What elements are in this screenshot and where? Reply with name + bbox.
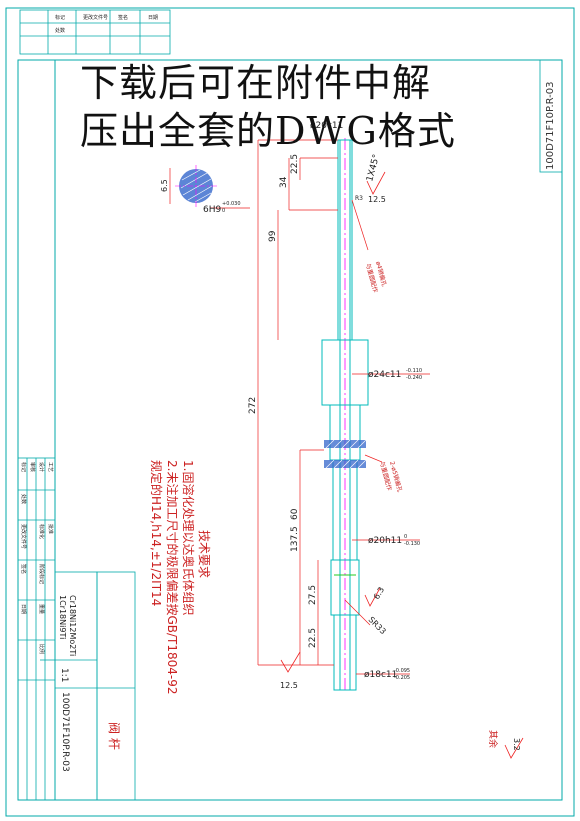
tb-r2-5: 比例	[38, 644, 45, 654]
download-banner-line-1: 下载后可在附件中解	[80, 61, 432, 105]
top-revision-block	[19, 9, 171, 55]
scale: 1:1	[59, 668, 69, 682]
dim-r3: R3	[355, 195, 363, 202]
dim-sr33: SR33	[367, 615, 388, 636]
rest-roughness-label: 其余	[487, 730, 499, 748]
dim-20h11: ø20h11	[368, 536, 402, 546]
dim-chamfer: 1X45°	[365, 153, 382, 182]
top-rev-label-3: 签名	[118, 14, 128, 21]
material-2: Cr18Ni12Mo2Ti	[68, 595, 77, 656]
top-rev-label-0: 标记	[55, 14, 65, 21]
tech-line-1: 1.固溶化处理以达奥氏体组织	[181, 460, 196, 615]
dim-27-5: 27.5	[308, 585, 318, 605]
tb-r1-3: 签名	[20, 564, 27, 574]
tb-r2-0: 设计	[38, 462, 45, 472]
dim-20-tol-dn: -0.130	[404, 541, 420, 547]
dim-20-tol-up: 0	[404, 534, 407, 540]
dim-key-tol-up: +0.030	[222, 201, 241, 207]
top-rev-label-2: 更改文件号	[83, 14, 108, 21]
download-banner-line-2: 压出全套的DWG格式	[80, 109, 456, 153]
top-rev-label-4: 日期	[148, 15, 158, 21]
tb-r1-4: 日期	[20, 604, 26, 614]
dim-18: ø18c11	[364, 670, 397, 680]
tb-r4-0: 工艺	[47, 462, 53, 472]
dimension-lines	[169, 139, 430, 675]
dim-22-5-bottom: 22.5	[308, 628, 318, 648]
roughness-symbols	[280, 171, 524, 759]
tech-line-3: 规定的H14,h14,±1/2IT14	[149, 460, 164, 606]
rest-roughness-value: 3.2	[512, 738, 521, 751]
dim-272: 272	[248, 397, 258, 414]
dim-sec-6-5: 6.5	[160, 179, 169, 192]
material-1: 1Cr18Ni9Ti	[58, 595, 67, 639]
tech-line-2: 2.未注加工尺寸的极限偏差按GB/T1804-92	[165, 460, 180, 695]
top-rev-label-1: 处数	[55, 27, 65, 34]
drawing-number-bottom: 100D71F10P.R-03	[60, 692, 70, 772]
tb-r2-2: 标准化	[38, 524, 45, 539]
shaft-outline	[321, 139, 369, 691]
ra-12-5-bottom: 12.5	[280, 681, 298, 690]
dim-99: 99	[268, 230, 278, 242]
cross-section	[175, 165, 218, 207]
drawing-number-top: 100D71F10P.R-03	[545, 81, 556, 170]
dim-22-5-top: 22.5	[290, 154, 300, 174]
ra-12-5-top: 12.5	[368, 195, 386, 204]
tb-r2-4: 重量	[38, 604, 45, 614]
dim-key-6h9: 6H9	[203, 205, 221, 215]
dim-key-tol-dn: 0	[222, 208, 225, 214]
tb-r4-2: 批准	[47, 524, 54, 534]
dim-top-dia: ø20c11	[310, 121, 343, 131]
dim-24: ø24c11	[368, 370, 401, 380]
tb-r1-0: 标记	[20, 462, 27, 472]
dim-60: 60	[290, 508, 300, 520]
ra-6-3: 6.3	[372, 585, 386, 601]
drawing-number-box-top	[539, 59, 563, 173]
tb-r1-1: 处数	[20, 494, 27, 504]
dim-24-tol-dn: -0.240	[406, 375, 422, 381]
tb-r2-3: 阶段标记	[38, 564, 45, 584]
title-block	[17, 457, 136, 801]
tb-r3-0: 审核	[29, 462, 36, 472]
dim-137-5: 137.5	[290, 526, 300, 552]
outer-border	[5, 7, 575, 817]
dim-34: 34	[279, 176, 289, 188]
drawing-frame	[54, 59, 563, 801]
tech-title: 技术要求	[197, 530, 211, 578]
pin-hole-hatching	[324, 440, 366, 468]
dim-24-tol-up: -0.110	[406, 368, 422, 374]
dim-18-tol-dn: -0.205	[394, 675, 410, 681]
tb-r1-2: 更改文件号	[20, 524, 27, 549]
dim-18-tol-up: -0.095	[394, 668, 410, 674]
part-name: 阀 杆	[107, 722, 121, 750]
